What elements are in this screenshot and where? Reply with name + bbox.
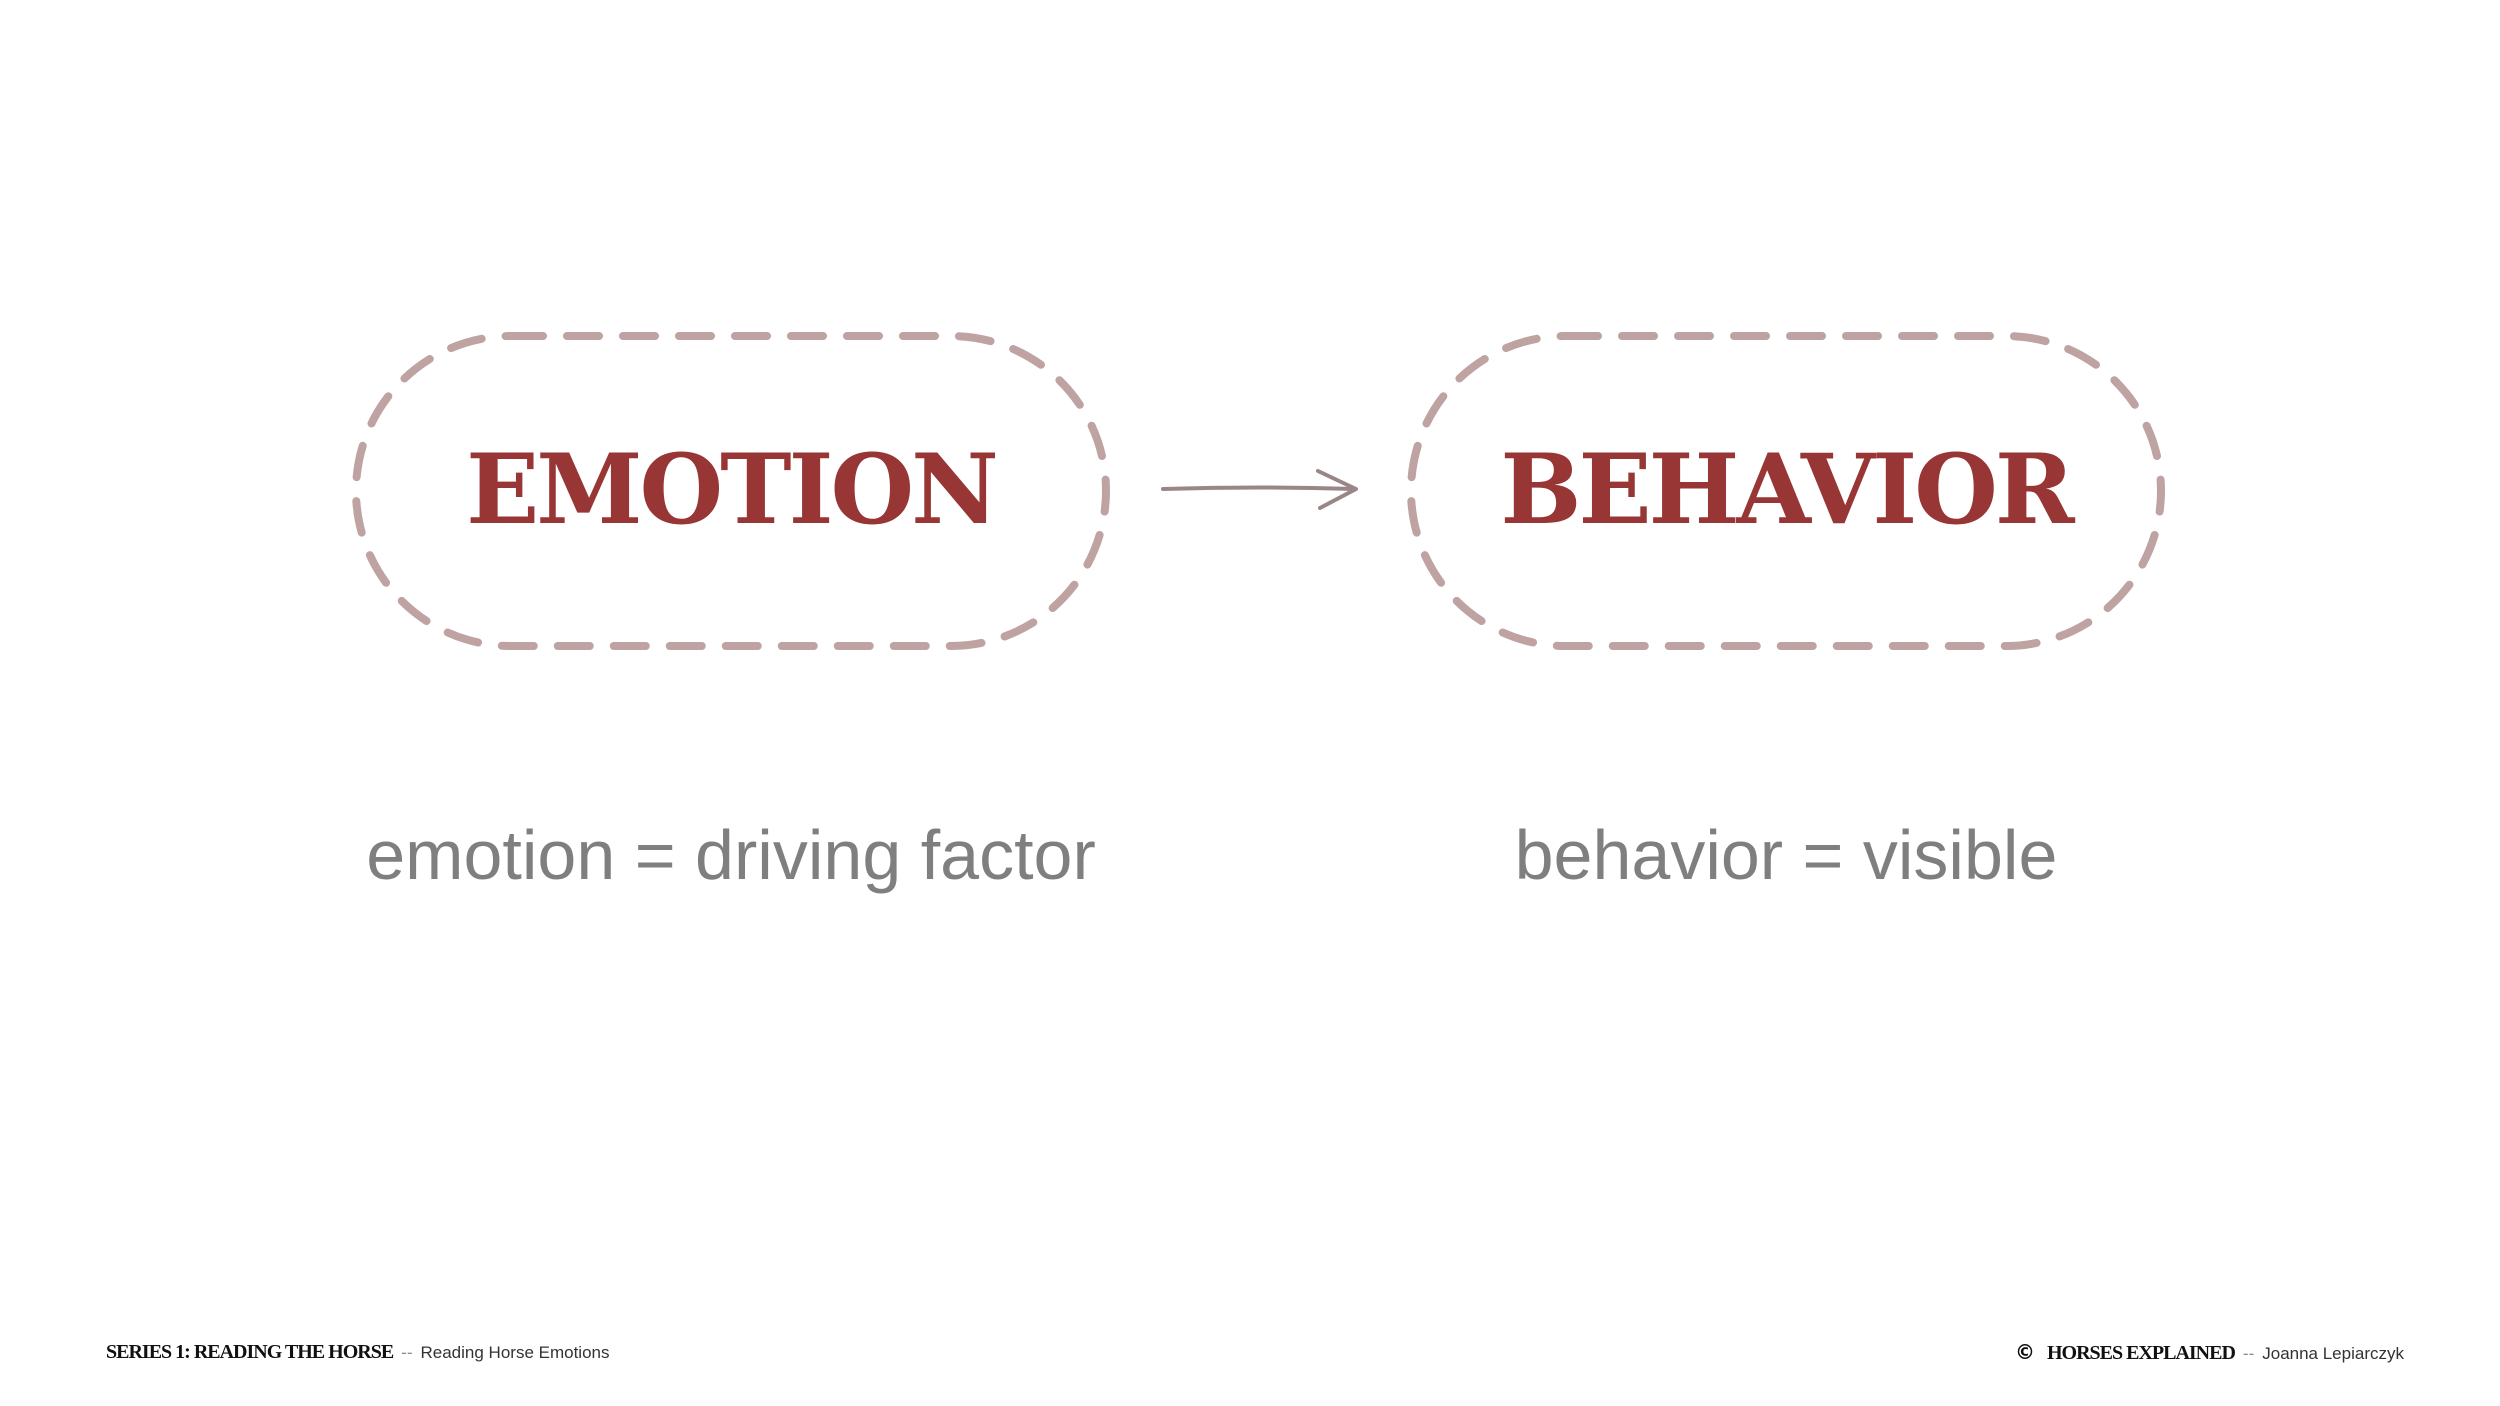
author-name: Joanna Lepiarczyk <box>2262 1344 2404 1363</box>
behavior-caption: behavior = visible <box>1514 816 2058 894</box>
copyright-icon: © <box>2014 1340 2035 1364</box>
footer-series: SERIES 1: READING THE HORSE -- Reading Hor… <box>106 1336 609 1368</box>
emotion-node-border <box>352 332 1110 650</box>
arrow-connector <box>1161 469 1358 510</box>
footer-brand: © HORSES EXPLAINED -- Joanna Lepiarczyk <box>2015 1336 2404 1368</box>
behavior-node-border <box>1407 332 2165 650</box>
series-topic: Reading Horse Emotions <box>420 1343 610 1362</box>
footer-separator: -- <box>401 1343 413 1362</box>
emotion-caption: emotion = driving factor <box>366 816 1096 894</box>
footer-separator: -- <box>2242 1344 2255 1363</box>
brand-name: HORSES EXPLAINED <box>2046 1342 2236 1364</box>
emotion-node-label: EMOTION <box>466 433 999 546</box>
series-title: SERIES 1: READING THE HORSE <box>106 1341 394 1363</box>
behavior-node-label: BEHAVIOR <box>1500 433 2074 546</box>
